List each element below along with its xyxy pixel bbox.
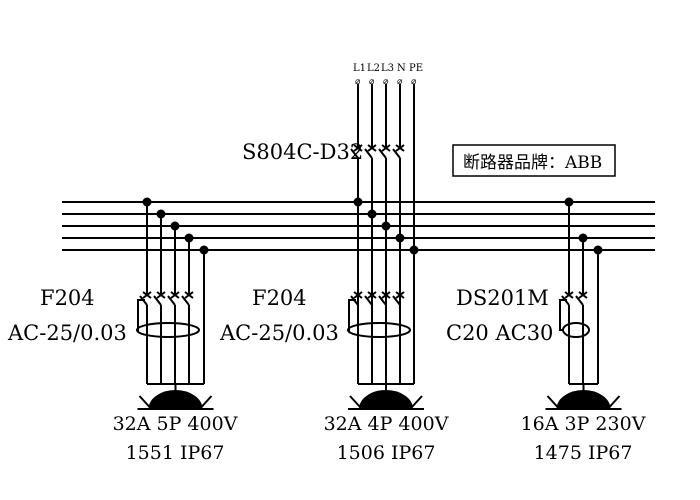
contact-x xyxy=(170,291,180,299)
phase-label-n: N xyxy=(397,63,406,74)
junction-dot xyxy=(353,197,363,207)
socket3-model: 1475 IP67 xyxy=(534,442,633,464)
junction-dot xyxy=(170,221,180,231)
socket-tick xyxy=(546,395,559,408)
phase-label-l1: L1 xyxy=(353,63,366,74)
socket3-spec: 16A 3P 230V xyxy=(521,413,646,435)
contact-x xyxy=(353,291,363,299)
brand-box xyxy=(452,144,616,177)
branch-circuits xyxy=(136,197,622,410)
junction-dot xyxy=(381,221,391,231)
junction-dot xyxy=(578,233,588,243)
contact-x xyxy=(353,144,363,152)
socket-tick xyxy=(349,395,361,408)
terminal-icon: ⌀ xyxy=(411,77,417,87)
junction-dot xyxy=(395,233,405,243)
switch-blade xyxy=(181,295,190,306)
terminal-icon: ⌀ xyxy=(355,77,361,87)
rcd-test-loop xyxy=(559,299,567,331)
junction-dot xyxy=(156,209,166,219)
socket-icon xyxy=(358,390,414,410)
socket1-model: 1551 IP67 xyxy=(126,442,225,464)
branch2-rating: AC-25/0.03 xyxy=(219,321,339,345)
main-feeder: ⌀ ⌀ ⌀ ⌀ ⌀ xyxy=(350,77,417,384)
junction-dot xyxy=(199,245,209,255)
rcd-test-loop xyxy=(137,299,145,331)
phase-label-l2: L2 xyxy=(367,63,380,74)
branch2-device: F204 xyxy=(252,286,307,310)
contact-x xyxy=(381,144,391,152)
socket-icon xyxy=(148,390,203,410)
socket-tick xyxy=(608,395,621,408)
rcd-test-loop xyxy=(348,299,356,331)
junction-dot xyxy=(409,245,419,255)
labels: L1 L2 L3 N PE S804C-D32 断路器品牌：ABB F204 A… xyxy=(7,63,646,464)
phase-label-pe: PE xyxy=(409,63,423,74)
switch-blade xyxy=(392,295,401,306)
contact-x xyxy=(367,144,377,152)
junction-dot xyxy=(593,245,603,255)
contact-x xyxy=(184,291,194,299)
switch-blade xyxy=(575,295,584,306)
branch3-rating: C20 AC30 xyxy=(446,321,553,345)
branch1-rating: AC-25/0.03 xyxy=(7,321,127,345)
switch-blade xyxy=(364,148,373,159)
switch-blade xyxy=(378,295,387,306)
switch-blade xyxy=(153,295,162,306)
junction-dot xyxy=(142,197,152,207)
branch xyxy=(136,197,214,410)
switch-blade xyxy=(392,148,401,159)
phase-label-l3: L3 xyxy=(381,63,394,74)
main-breaker-label: S804C-D32 xyxy=(242,140,363,164)
socket2-model: 1506 IP67 xyxy=(337,442,436,464)
branch xyxy=(347,197,424,410)
branch1-device: F204 xyxy=(40,286,95,310)
contact-x xyxy=(564,291,574,299)
contact-x xyxy=(142,291,152,299)
contact-x xyxy=(367,291,377,299)
terminal-icon: ⌀ xyxy=(397,77,403,87)
brand-label: 断路器品牌：ABB xyxy=(463,153,602,173)
contact-x xyxy=(381,291,391,299)
switch-blade xyxy=(350,148,359,159)
switch-blade xyxy=(378,148,387,159)
socket1-spec: 32A 5P 400V xyxy=(113,413,238,435)
socket-tick xyxy=(138,395,151,408)
terminal-icon: ⌀ xyxy=(383,77,389,87)
junction-dot xyxy=(367,209,377,219)
switch-blade xyxy=(167,295,176,306)
branch xyxy=(545,197,622,410)
junction-dot xyxy=(564,197,574,207)
junction-dot xyxy=(184,233,194,243)
contact-x xyxy=(578,291,588,299)
contact-x xyxy=(395,291,405,299)
rcd-ring xyxy=(562,322,590,338)
switch-blade xyxy=(364,295,373,306)
terminal-icon: ⌀ xyxy=(369,77,375,87)
branch3-device: DS201M xyxy=(456,286,549,310)
socket-tick xyxy=(411,395,423,408)
socket-icon xyxy=(556,390,611,410)
contact-x xyxy=(395,144,405,152)
contact-x xyxy=(156,291,166,299)
socket-tick xyxy=(200,395,213,408)
socket2-spec: 32A 4P 400V xyxy=(324,413,449,435)
